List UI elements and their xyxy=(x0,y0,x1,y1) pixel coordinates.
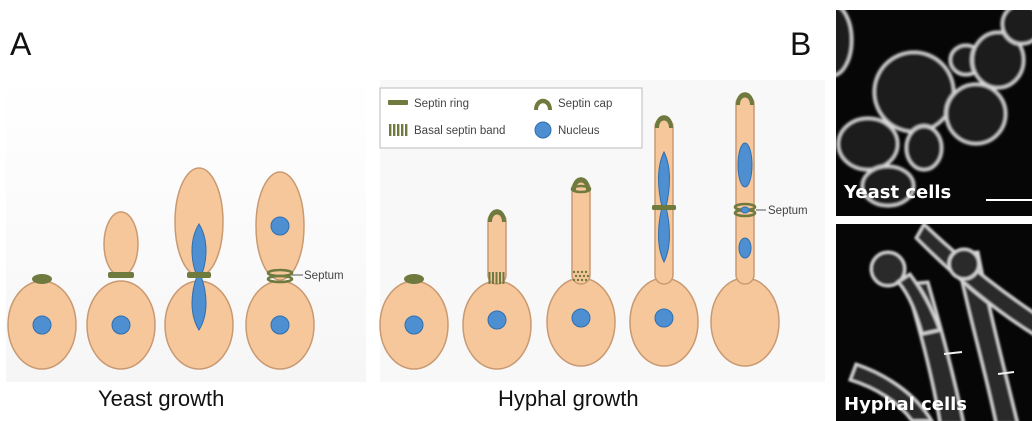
nucleus xyxy=(271,217,289,235)
nucleus xyxy=(488,311,506,329)
legend-nucleus: Nucleus xyxy=(558,125,600,137)
nucleus xyxy=(741,207,749,213)
bud-site-septin xyxy=(32,274,52,284)
hyphal-cells-image xyxy=(836,224,1032,421)
nucleus xyxy=(738,143,752,187)
legend-box xyxy=(380,88,642,148)
nucleus xyxy=(739,238,751,258)
septin-ring-swatch xyxy=(388,100,408,105)
yeast-growth-diagram: Septum xyxy=(0,0,400,380)
legend: Septin ring Basal septin band Septin cap… xyxy=(380,88,642,148)
hyphal-septum-label: Septum xyxy=(768,205,808,217)
hyphal-growth-diagram: Septin ring Basal septin band Septin cap… xyxy=(370,0,830,380)
nucleus xyxy=(572,309,590,327)
hyphal-cells-label: Hyphal cells xyxy=(844,394,967,415)
nucleus xyxy=(271,316,289,334)
septin-ring xyxy=(652,205,676,210)
hyphal-growth-caption: Hyphal growth xyxy=(498,386,639,412)
nucleus xyxy=(405,316,423,334)
legend-basal-septin-band: Basal septin band xyxy=(414,125,505,137)
septin-ring xyxy=(108,272,134,278)
bud-site-septin xyxy=(404,274,424,284)
nucleus-swatch xyxy=(535,122,551,138)
legend-septin-cap: Septin cap xyxy=(558,98,612,110)
nucleus xyxy=(112,316,130,334)
yeast-cells-micrograph: Yeast cells xyxy=(836,10,1032,216)
yeast-cells-label: Yeast cells xyxy=(844,182,951,203)
septin-ring xyxy=(187,272,211,278)
yeast-septum-label: Septum xyxy=(304,270,344,282)
yeast-growth-caption: Yeast growth xyxy=(98,386,224,412)
nucleus xyxy=(655,309,673,327)
nucleus xyxy=(33,316,51,334)
legend-septin-ring: Septin ring xyxy=(414,98,469,110)
hyphal-cells-micrograph: Hyphal cells xyxy=(836,224,1032,421)
